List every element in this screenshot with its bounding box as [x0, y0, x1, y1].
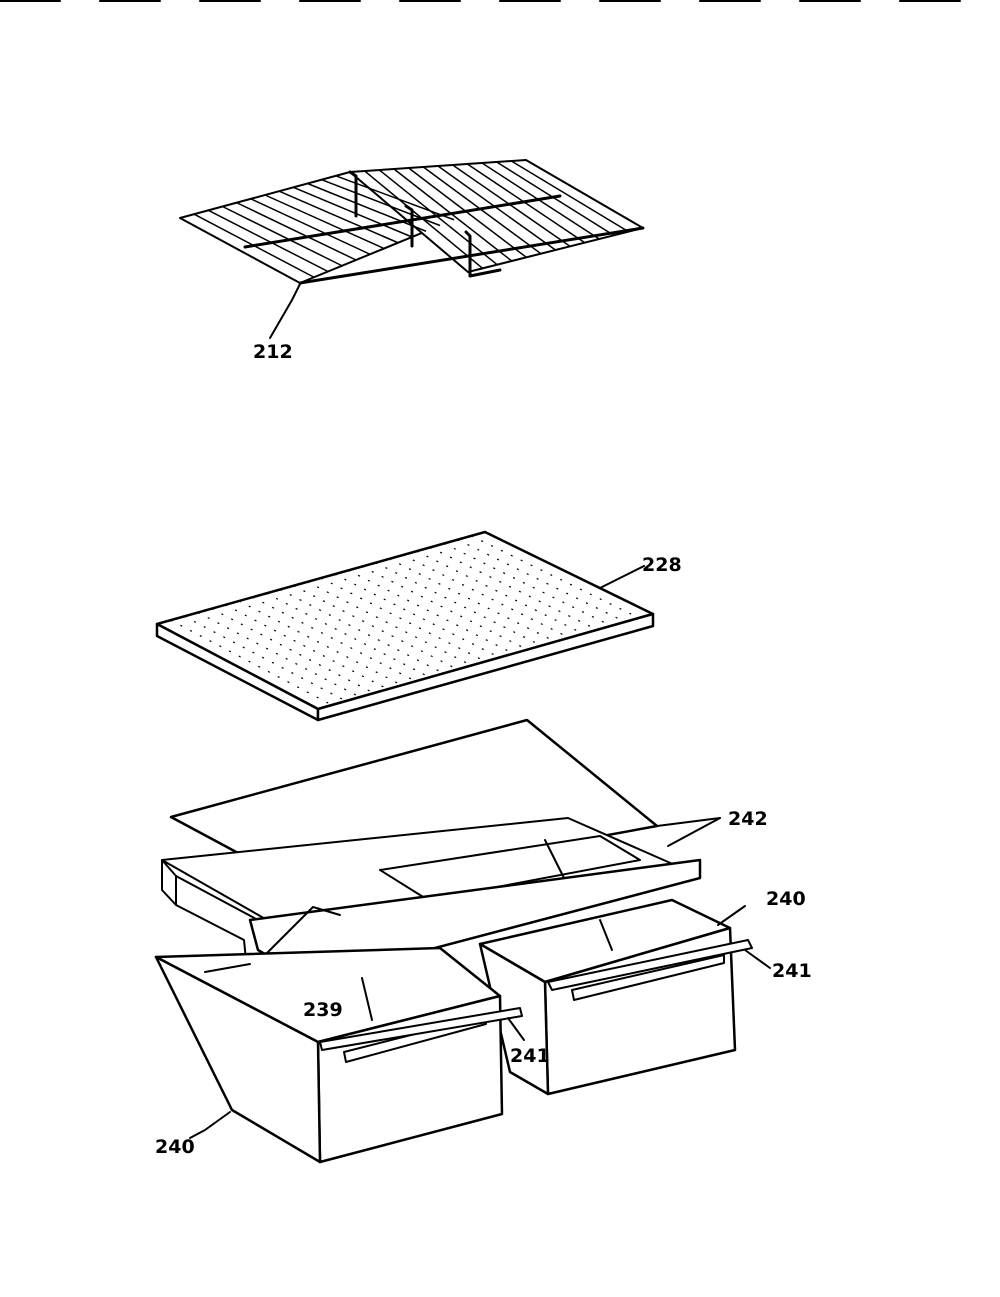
wire-rod: [250, 198, 371, 255]
leader-line-212: [269, 283, 301, 339]
shelf-grid-line: [471, 535, 640, 619]
part-label-241-left: 241: [510, 1045, 550, 1067]
crisper-frame-inner: [175, 904, 247, 961]
crisper-rail-detail: [264, 906, 341, 956]
crisper-drawer-right: [478, 898, 746, 1096]
part-label-239: 239: [303, 999, 343, 1021]
handle-241-left: [319, 1007, 525, 1051]
shelf-grid-line: [457, 539, 626, 623]
part-label-240-right: 240: [766, 888, 806, 910]
wire-shelf-rods: [193, 160, 629, 278]
shelf-grid-line: [375, 562, 542, 647]
crisper-frame-rib: [544, 839, 566, 881]
drawer-left-side: [154, 955, 322, 1164]
wire-shelf-support: [464, 230, 502, 278]
part-label-228: 228: [642, 554, 682, 576]
handle-241-right: [547, 939, 771, 991]
drawer-right-inner-line: [599, 919, 613, 951]
wire-rod: [452, 164, 571, 247]
wire-shelf-support: [348, 170, 358, 218]
shelf-grid-line: [443, 542, 612, 627]
wire-rod: [236, 201, 357, 261]
shelf-grid-line: [416, 550, 584, 635]
shelf-grid-line: [402, 554, 570, 639]
wire-rod: [278, 190, 399, 244]
shelf-grid-line: [361, 565, 528, 651]
wire-shelf-support: [404, 204, 414, 248]
wire-rod: [393, 168, 513, 262]
shelf-grid-line: [389, 558, 556, 643]
wire-rod: [466, 163, 586, 244]
leader-line-242-a: [656, 817, 721, 827]
handle-left-rod: [319, 1007, 523, 1051]
leader-line-240-right: [717, 905, 746, 926]
part-label-240-left: 240: [155, 1136, 195, 1158]
wire-rod: [293, 186, 413, 238]
crisper-frame-inner-opening: [379, 835, 641, 901]
part-label-212: 212: [253, 341, 293, 363]
drawer-left-rim-detail: [204, 963, 251, 973]
part-label-241-right: 241: [772, 960, 812, 982]
wire-rod: [378, 169, 498, 266]
wire-rod: [437, 165, 556, 251]
shelf-228: [155, 530, 655, 722]
wire-rod: [264, 194, 385, 250]
wire-rod: [207, 209, 329, 273]
shelf-228-front-edge: [316, 612, 655, 722]
handle-right-rod: [547, 939, 753, 991]
leader-line-228: [599, 565, 645, 589]
wire-rod: [222, 205, 343, 267]
leader-line-240-left: [189, 1111, 231, 1139]
leader-line-242-b: [667, 817, 721, 847]
leader-line-241-right: [744, 949, 771, 969]
crisper-drawer-left: [154, 946, 504, 1164]
part-label-242: 242: [728, 808, 768, 830]
wire-rod: [496, 161, 615, 236]
wire-shelf-212: [179, 159, 645, 339]
wire-rod: [364, 170, 484, 269]
wire-rod: [510, 160, 629, 233]
wire-shelf-cross-bar: [243, 194, 562, 249]
leader-line-241-left: [507, 1017, 525, 1041]
shelf-grid-line: [430, 546, 598, 631]
shelf-228-grid: [170, 535, 640, 706]
drawer-right-handle-slot: [571, 954, 725, 1001]
shelf-grid-line: [348, 569, 514, 655]
wire-rod: [307, 182, 427, 232]
wire-rod: [422, 166, 542, 255]
drawer-left-inner-line: [361, 977, 373, 1021]
wire-rod: [408, 167, 527, 258]
wire-rod: [481, 162, 600, 240]
